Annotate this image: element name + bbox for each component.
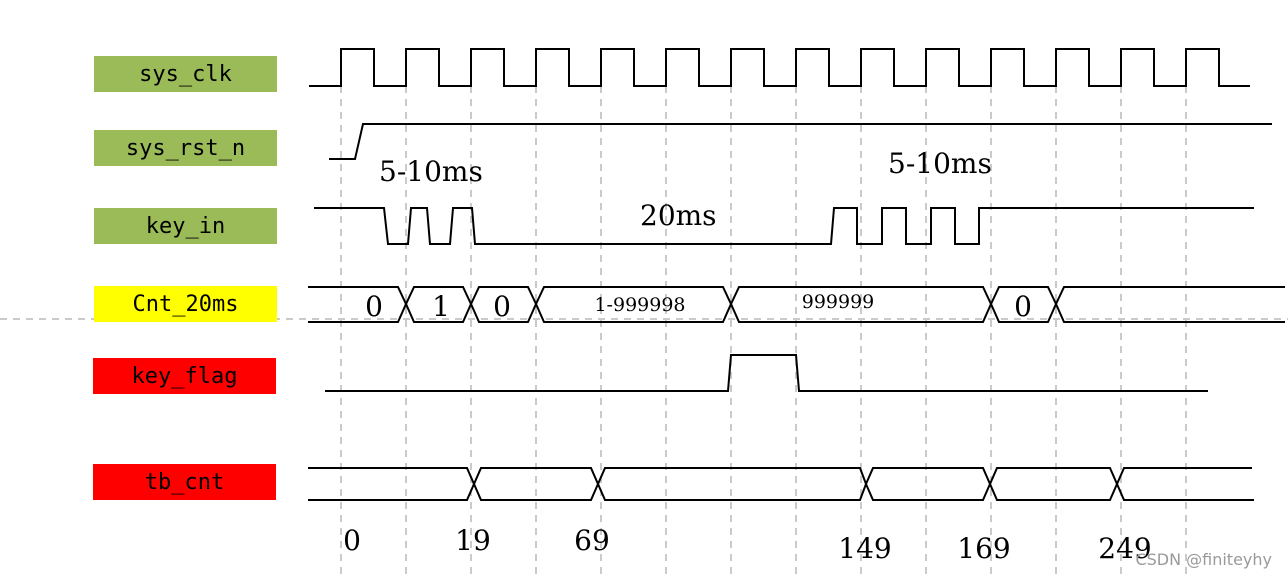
wave-key-flag	[325, 354, 1208, 392]
signal-label-sys-clk: sys_clk	[94, 56, 277, 92]
annotation-bounce-first: 5-10ms	[379, 155, 483, 188]
cnt-bus-upper	[308, 286, 1285, 307]
cnt-bus-lower	[308, 301, 1285, 323]
signal-label-box	[94, 208, 277, 244]
wave-key-in	[314, 207, 1254, 245]
wave-sys-rst-n	[329, 123, 1272, 160]
signal-label-text: tb_cnt	[145, 470, 224, 495]
signal-label-box	[94, 130, 277, 166]
annotation-stable: 20ms	[640, 199, 717, 232]
time-label: 19	[455, 524, 491, 557]
signal-label-key-flag: key_flag	[93, 358, 276, 394]
signal-label-tb-cnt: tb_cnt	[93, 464, 276, 500]
signal-label-text: sys_clk	[139, 62, 232, 87]
signal-label-box	[93, 358, 276, 394]
time-label: 69	[574, 524, 610, 557]
wave-tb-cnt	[308, 467, 1254, 501]
wave-cnt-20ms: 0 1 0 1-999998 999999 0	[308, 286, 1285, 323]
cnt-value: 0	[1014, 290, 1032, 323]
signal-label-key-in: key_in	[94, 208, 277, 244]
tb-bus-lower	[308, 481, 1254, 501]
signal-label-box	[93, 464, 276, 500]
cnt-value: 0	[493, 290, 511, 323]
signal-label-cnt-20ms: Cnt_20ms	[94, 286, 277, 322]
annotation-bounce-second: 5-10ms	[888, 147, 992, 180]
time-label: 169	[957, 532, 1010, 565]
wave-sys-clk	[309, 48, 1250, 87]
signal-label-text: key_flag	[132, 364, 238, 389]
cnt-value: 999999	[802, 291, 875, 313]
tb-bus-upper	[308, 467, 1252, 487]
signal-label-box	[94, 286, 277, 322]
signal-label-text: Cnt_20ms	[133, 292, 239, 317]
signal-label-text: sys_rst_n	[126, 136, 245, 161]
cnt-value: 0	[365, 290, 383, 323]
signal-label-text: key_in	[146, 214, 225, 239]
time-label: 0	[343, 524, 361, 557]
time-label: 249	[1098, 532, 1151, 565]
signal-label-sys-rst-n: sys_rst_n	[94, 130, 277, 166]
time-label: 149	[838, 532, 891, 565]
watermark: CSDN @finiteyhy	[1135, 550, 1272, 569]
signal-label-box	[94, 56, 277, 92]
clock-guide-lines	[340, 86, 1187, 578]
cnt-value: 1-999998	[594, 294, 685, 316]
cnt-value: 1	[432, 290, 450, 323]
